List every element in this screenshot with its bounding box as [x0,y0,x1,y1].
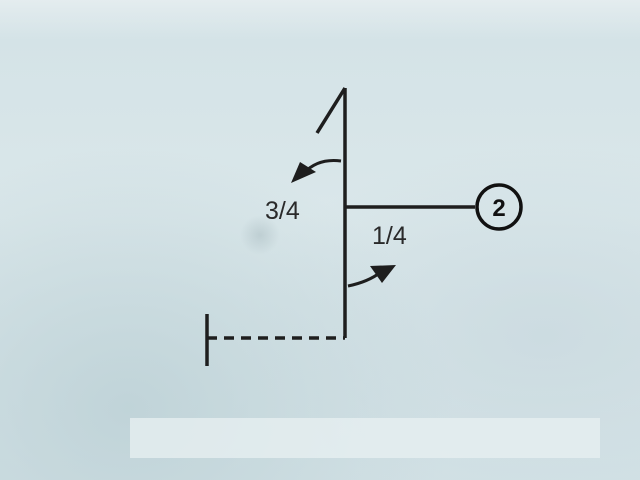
upper-fraction-label: 3/4 [265,197,300,225]
lower-fraction-label: 1/4 [372,222,407,250]
curved-arrow-clockwise-icon [347,265,396,288]
top-slant-line [315,87,347,134]
callout-number: 2 [492,195,505,222]
paper-smudge [240,215,280,255]
curved-arrow-counterclockwise-icon [291,159,342,183]
callout-circle-icon: 2 [475,183,523,231]
paper-glare-bottom [130,418,600,458]
paper-glare-top [0,0,640,40]
